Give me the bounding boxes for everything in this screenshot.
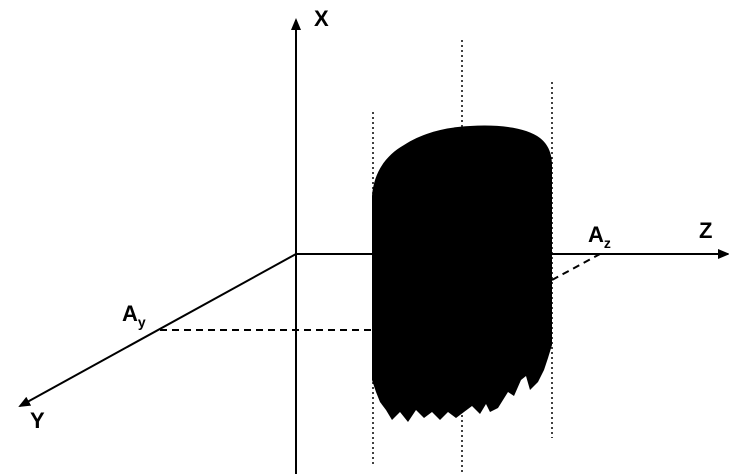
y-axis xyxy=(18,253,297,407)
point-az-main: A xyxy=(588,222,604,247)
solid-object xyxy=(372,125,552,422)
z-axis-label: Z xyxy=(699,218,712,243)
point-az-label: Az xyxy=(588,222,611,251)
point-ay-subscript: y xyxy=(138,314,146,330)
az-projection-line xyxy=(551,253,601,281)
point-ay-main: A xyxy=(122,301,138,326)
x-axis-label: X xyxy=(314,6,329,31)
y-axis-label: Y xyxy=(30,408,45,433)
point-az-subscript: z xyxy=(604,235,611,251)
point-ay-label: Ay xyxy=(122,301,146,330)
